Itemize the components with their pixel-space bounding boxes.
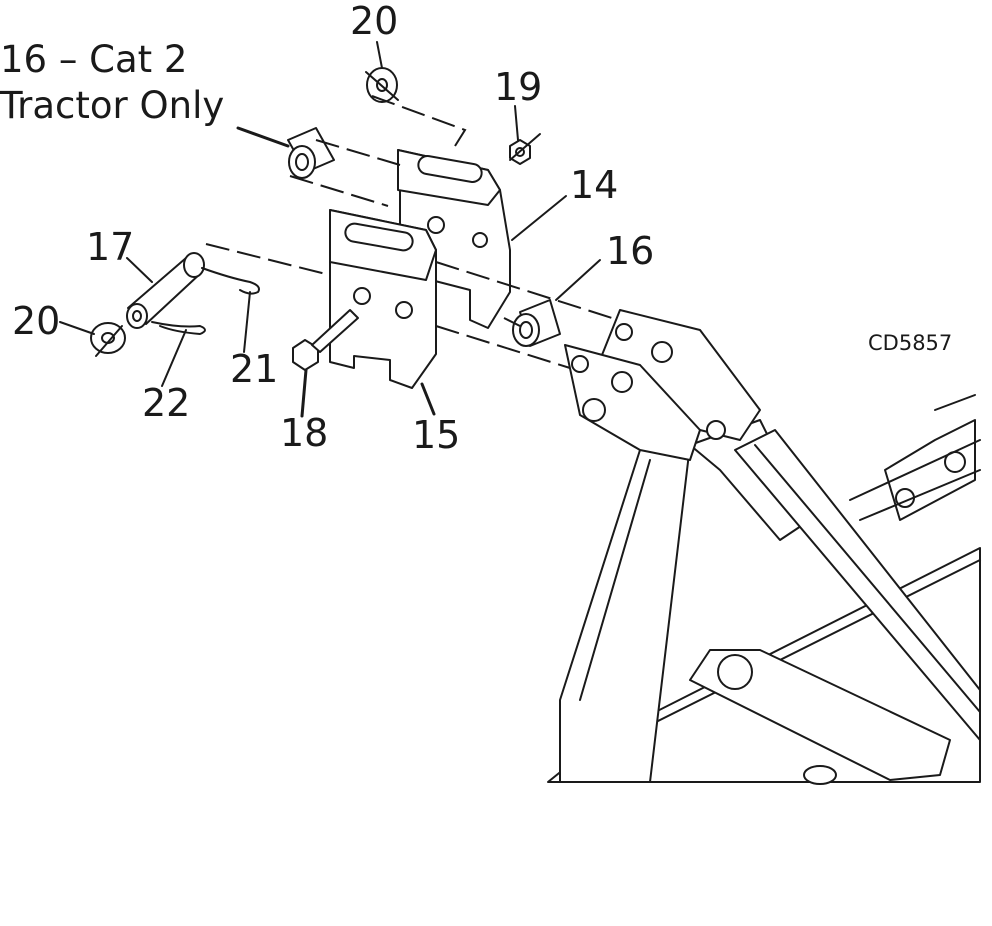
callout-21: 21 xyxy=(230,347,278,391)
part-22-hairpin xyxy=(151,321,206,335)
assembly-lines xyxy=(205,95,613,369)
part-16-bushing-cat2 xyxy=(236,126,335,179)
callout-15: 15 xyxy=(412,413,460,457)
drawing-code: CD5857 xyxy=(868,331,952,355)
part-15-bracket xyxy=(329,209,437,389)
callout-14: 14 xyxy=(570,163,618,207)
title-line-1: 16 – Cat 2 xyxy=(0,38,187,81)
callout-16: 16 xyxy=(606,229,654,273)
part-20-washer-left xyxy=(90,322,126,354)
part-21-clip xyxy=(201,267,260,295)
callout-22: 22 xyxy=(142,381,190,425)
callout-19: 19 xyxy=(494,65,542,109)
leader-lines xyxy=(59,41,601,418)
part-18-bolt xyxy=(292,309,359,371)
callout-20-top: 20 xyxy=(350,0,398,43)
callout-20-left: 20 xyxy=(12,299,60,343)
part-16-bushing xyxy=(512,299,561,347)
hitch-frame xyxy=(547,309,981,785)
callout-17: 17 xyxy=(86,225,134,269)
part-14-bracket xyxy=(397,149,511,329)
callout-18: 18 xyxy=(280,411,328,455)
title-line-2: Tractor Only xyxy=(0,84,224,127)
part-17-pin xyxy=(126,252,205,329)
